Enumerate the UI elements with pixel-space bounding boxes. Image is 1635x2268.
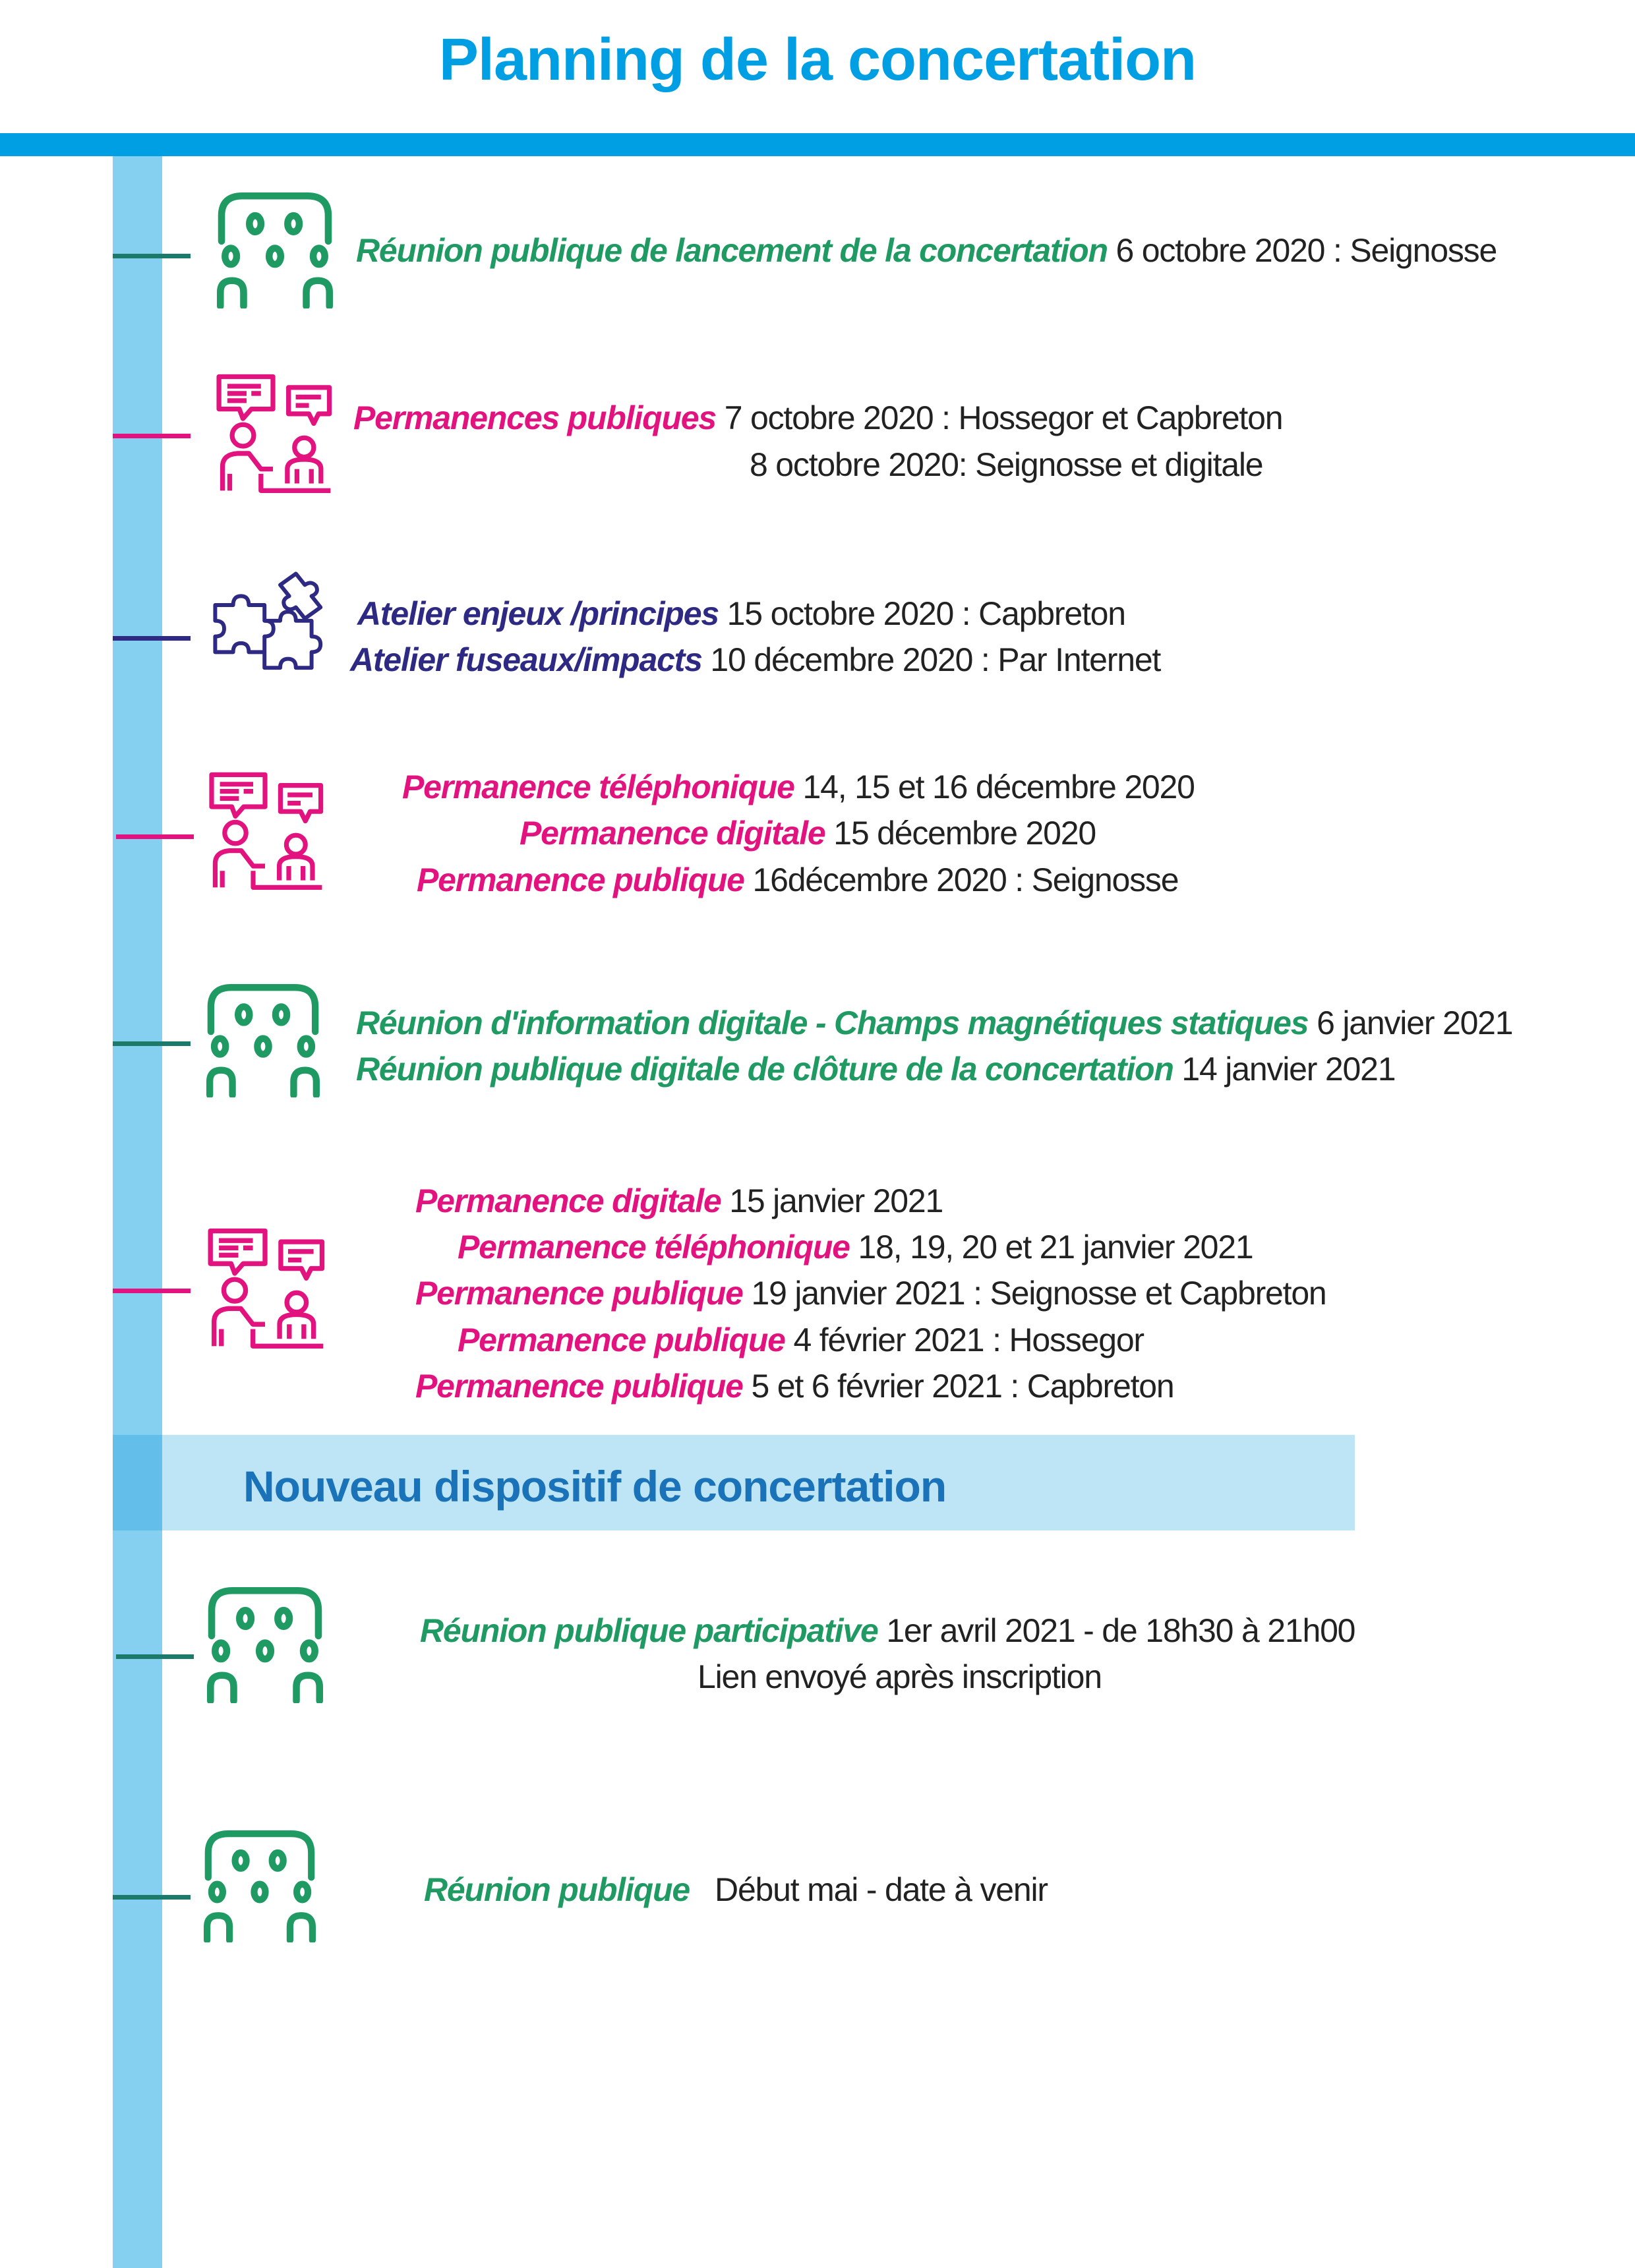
event-detail: 16décembre 2020 : Seignosse — [744, 861, 1179, 898]
event-label: Réunion publique participative — [420, 1612, 879, 1649]
puzzle-icon — [202, 571, 336, 683]
event-detail: 6 janvier 2021 — [1308, 1004, 1514, 1041]
timeline-tick — [113, 1041, 191, 1046]
section-heading: Nouveau dispositif de concertation — [243, 1462, 947, 1511]
event-label: Réunion publique — [424, 1871, 690, 1908]
timeline-tick — [113, 434, 191, 438]
event-detail: 14, 15 et 16 décembre 2020 — [794, 769, 1195, 805]
event-detail: 4 février 2021 : Hossegor — [785, 1322, 1144, 1358]
event-label: Permanence digitale — [520, 815, 826, 852]
timeline-tick — [113, 636, 191, 641]
event-detail: 1er avril 2021 - de 18h30 à 21h00 — [877, 1612, 1355, 1649]
event-label: Permanence publique — [415, 1275, 744, 1312]
group-meeting-icon — [197, 1830, 322, 1942]
event-detail: 7 octobre 2020 : Hossegor et Capbreton — [716, 399, 1284, 436]
event-detail: 15 janvier 2021 — [721, 1182, 943, 1219]
event-label: Permanence publique — [417, 861, 745, 898]
event-detail: 10 décembre 2020 : Par Internet — [701, 641, 1161, 678]
event-detail: Début mai - date à venir — [689, 1871, 1048, 1908]
timeline-tick — [113, 1289, 191, 1293]
event-label: Permanence publique — [415, 1368, 744, 1405]
consultation-icon — [202, 1227, 328, 1349]
timeline-tick — [113, 1895, 191, 1900]
event-label: Réunion publique de lancement de la conc… — [356, 232, 1108, 269]
event-detail: Lien envoyé après inscription — [698, 1658, 1102, 1695]
event-label: Permanence publique — [458, 1322, 786, 1358]
event-label: Réunion publique digitale de clôture de … — [356, 1051, 1174, 1088]
timeline-axis — [113, 156, 162, 2268]
event-label: Permanence téléphonique — [402, 769, 795, 805]
event-label: Atelier enjeux /principes — [357, 595, 719, 632]
event-detail: 6 octobre 2020 : Seignosse — [1107, 232, 1497, 269]
event-detail: 8 octobre 2020: Seignosse et digitale — [750, 446, 1264, 483]
timeline-tick — [116, 834, 194, 839]
event-label: Permanences publiques — [353, 399, 717, 436]
event-label: Permanence téléphonique — [458, 1229, 850, 1265]
group-meeting-icon — [214, 192, 336, 308]
event-detail: 18, 19, 20 et 21 janvier 2021 — [849, 1229, 1253, 1265]
header-bar — [0, 133, 1635, 156]
group-meeting-icon — [202, 984, 324, 1097]
event-detail: 15 octobre 2020 : Capbreton — [718, 595, 1126, 632]
group-meeting-icon — [202, 1587, 328, 1703]
section-banner: Nouveau dispositif de concertation — [113, 1435, 1355, 1530]
event-label: Permanence digitale — [415, 1182, 722, 1219]
event-detail: 14 janvier 2021 — [1173, 1051, 1396, 1088]
event-detail: 15 décembre 2020 — [825, 815, 1096, 852]
timeline-tick — [116, 1654, 194, 1659]
timeline-tick — [113, 254, 191, 258]
consultation-icon — [202, 771, 328, 890]
event-label: Réunion d'information digitale - Champs … — [356, 1004, 1309, 1041]
event-detail: 19 janvier 2021 : Seignosse et Capbreton — [742, 1275, 1326, 1312]
event-label: Atelier fuseaux/impacts — [350, 641, 703, 678]
page-title: Planning de la concertation — [438, 27, 1197, 93]
consultation-icon — [210, 373, 336, 493]
event-detail: 5 et 6 février 2021 : Capbreton — [742, 1368, 1174, 1405]
banner-axis-overlap — [113, 1435, 162, 1530]
